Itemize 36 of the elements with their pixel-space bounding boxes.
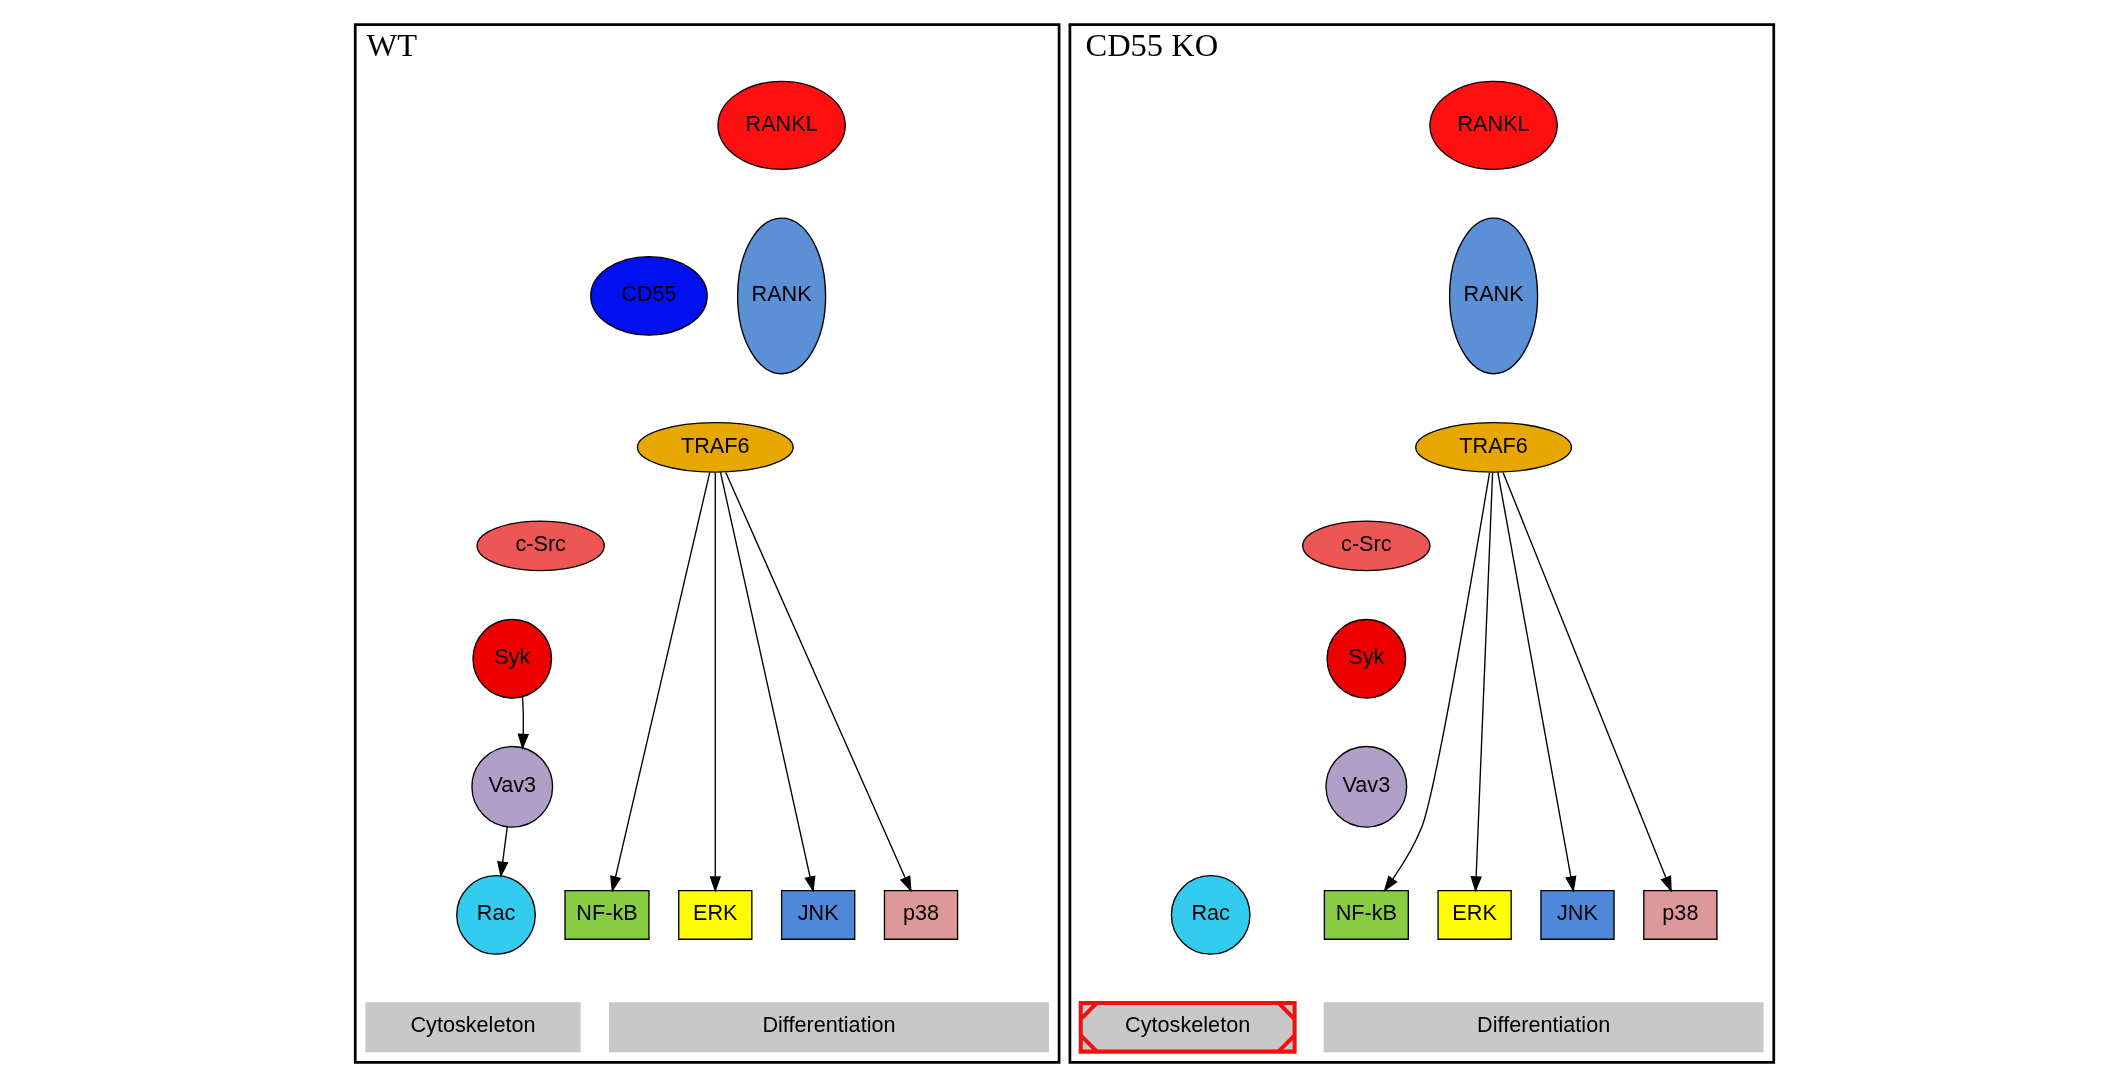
arrow — [1501, 471, 1672, 893]
node-ellipse: RANKL — [716, 80, 846, 171]
node-ellipse: RANKL — [1428, 80, 1558, 171]
node-ellipse: CD55 — [589, 256, 708, 336]
node-box: Cytoskeleton — [364, 1002, 581, 1053]
node-ellipse: RANK — [736, 217, 826, 375]
node-box: Differentiation — [1323, 1002, 1764, 1053]
node-box: ERK — [677, 889, 752, 940]
node-box: Differentiation — [608, 1002, 1049, 1053]
node-ellipse: TRAF6 — [636, 421, 794, 473]
arrow — [609, 471, 710, 893]
node-box: p38 — [1642, 889, 1718, 940]
node-circle: Vav3 — [470, 745, 553, 828]
arrow — [496, 826, 508, 878]
arrow — [709, 471, 721, 893]
arrow — [1496, 471, 1576, 893]
node-ellipse: RANK — [1448, 217, 1538, 375]
node-circle: Rac — [455, 875, 536, 955]
node-ellipse: c-Src — [475, 520, 605, 572]
node-circle: Syk — [1325, 618, 1406, 699]
node-box: NF-kB — [1323, 889, 1409, 940]
node-circle: Rac — [1170, 875, 1251, 955]
node-ellipse: c-Src — [1301, 520, 1431, 572]
arrow — [1383, 472, 1490, 892]
arrow — [1469, 471, 1493, 893]
arrow — [719, 471, 816, 893]
node-circle: Vav3 — [1324, 745, 1407, 828]
node-ellipse: TRAF6 — [1414, 421, 1572, 473]
node-box: JNK — [780, 889, 855, 940]
node-circle: Syk — [471, 618, 552, 699]
node-box: NF-kB — [563, 889, 650, 940]
node-box: ERK — [1436, 889, 1512, 940]
arrow — [517, 696, 529, 750]
node-box: p38 — [883, 889, 958, 940]
node-box: JNK — [1539, 889, 1615, 940]
arrow — [724, 471, 912, 893]
